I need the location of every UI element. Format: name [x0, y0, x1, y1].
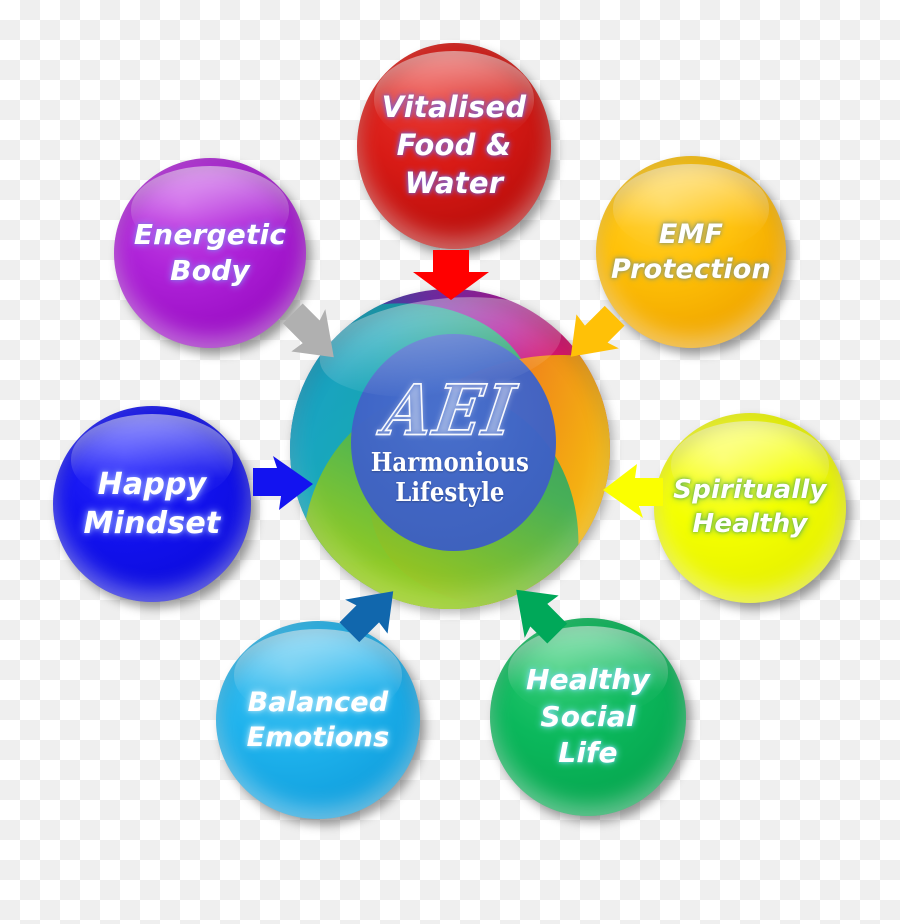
- label-line: Healthy: [526, 663, 650, 697]
- node-label-balanced-emotions: Balanced Emotions: [239, 685, 398, 755]
- node-label-emf-protection: EMF Protection: [603, 217, 779, 287]
- node-label-spiritually-healthy: Spiritually Healthy: [665, 474, 834, 542]
- node-label-happy-mindset: Happy Mindset: [76, 465, 229, 543]
- hub-title: Harmonious Lifestyle: [371, 449, 529, 507]
- label-line: Water: [404, 165, 504, 200]
- node-label-healthy-social-life: Healthy Social Life: [518, 662, 658, 771]
- arrow-happy-to-center: [253, 455, 315, 511]
- arrow-energetic-to-center: [272, 294, 357, 379]
- arrow-emf-to-center: [550, 295, 635, 380]
- label-line: Vitalised: [381, 90, 527, 125]
- arrow-food-to-center: [409, 250, 493, 302]
- hub-title-line-1: Harmonious: [370, 448, 530, 479]
- label-line: Happy: [97, 467, 207, 502]
- node-vitalised-food-water[interactable]: Vitalised Food & Water: [357, 43, 551, 249]
- node-healthy-social-life[interactable]: Healthy Social Life: [490, 618, 686, 816]
- label-line: Spiritually: [673, 475, 827, 506]
- center-hub-sphere[interactable]: AEI Harmonious Lifestyle: [290, 289, 610, 609]
- label-line: Social: [540, 699, 636, 733]
- hub-core-disc: [350, 333, 556, 552]
- node-balanced-emotions[interactable]: Balanced Emotions: [216, 621, 420, 819]
- label-line: Emotions: [246, 722, 390, 753]
- node-spiritually-healthy[interactable]: Spiritually Healthy: [654, 413, 846, 603]
- label-line: Healthy: [692, 509, 808, 539]
- node-happy-mindset[interactable]: Happy Mindset: [53, 406, 251, 602]
- node-label-vitalised-food-water: Vitalised Food & Water: [374, 89, 535, 202]
- label-line: EMF: [658, 218, 724, 250]
- label-line: Mindset: [83, 506, 221, 541]
- label-line: Protection: [611, 254, 771, 285]
- node-emf-protection[interactable]: EMF Protection: [596, 156, 786, 348]
- label-line: Body: [170, 254, 250, 287]
- node-label-energetic-body: Energetic Body: [126, 217, 294, 290]
- label-line: Energetic: [133, 217, 287, 251]
- label-line: Balanced: [247, 686, 389, 718]
- label-line: Life: [558, 736, 618, 770]
- aei-logo: AEI: [377, 369, 522, 452]
- hub-title-line-2: Lifestyle: [395, 477, 505, 508]
- node-energetic-body[interactable]: Energetic Body: [114, 158, 306, 348]
- label-line: Food &: [396, 128, 512, 163]
- arrow-spirit-to-center: [601, 463, 663, 519]
